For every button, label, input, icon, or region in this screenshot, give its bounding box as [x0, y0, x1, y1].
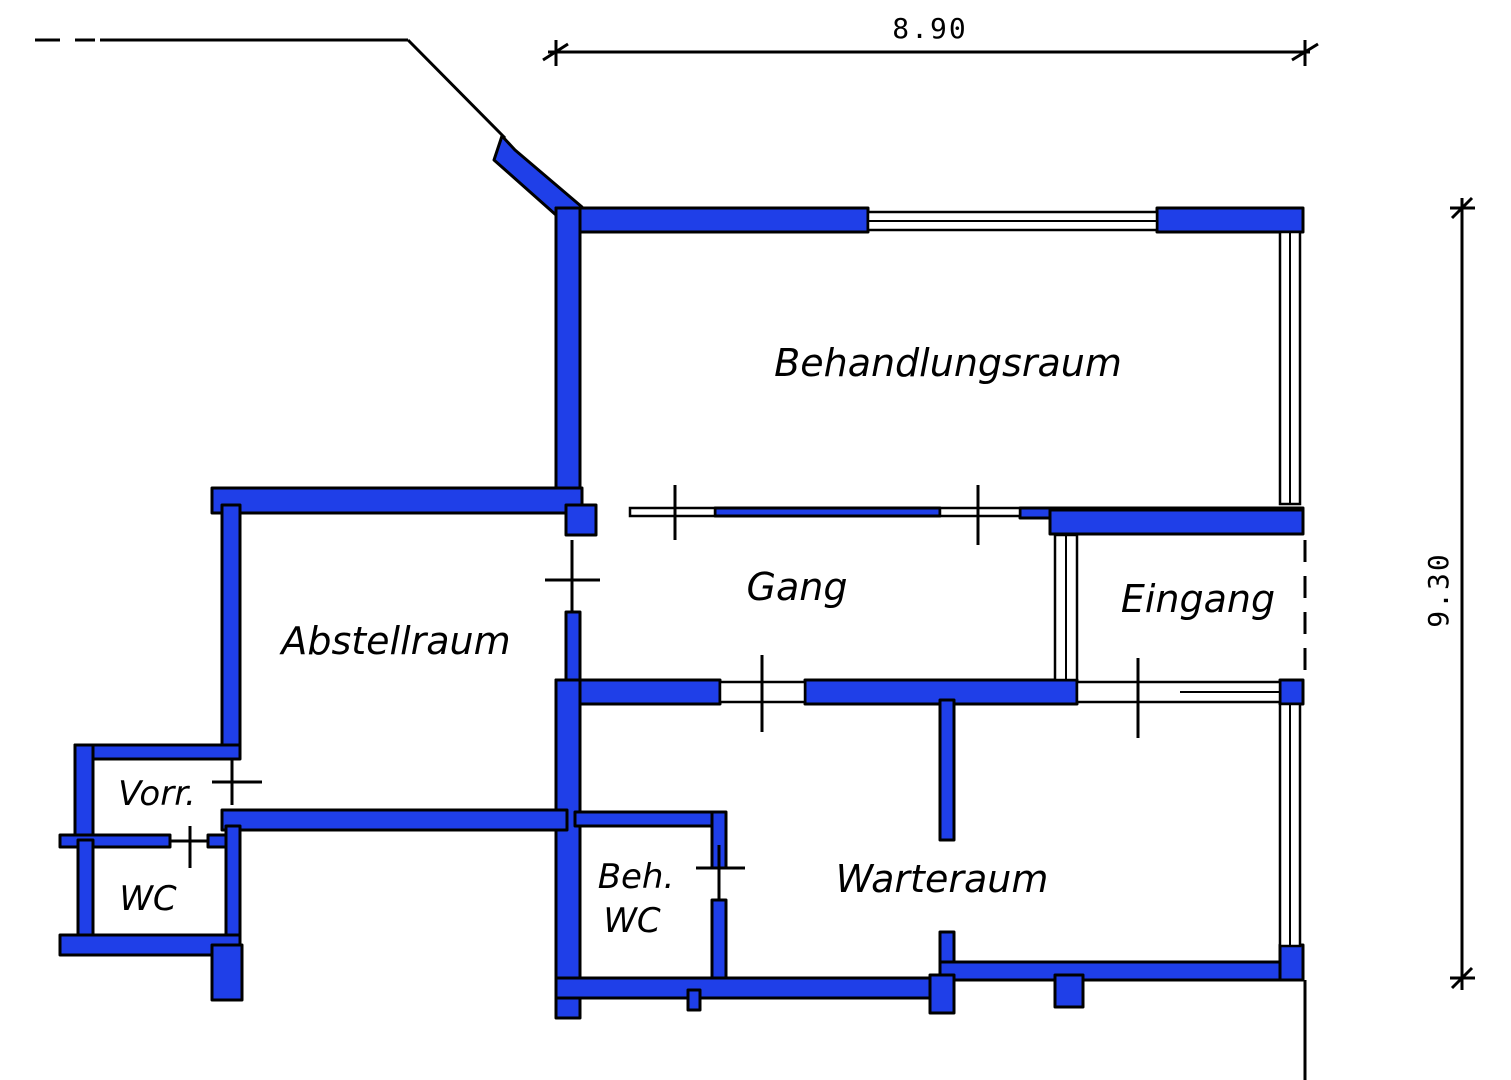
room-label-wc: WC	[119, 879, 177, 919]
width-dimension: 8.90	[542, 12, 1319, 66]
windows	[866, 210, 1302, 948]
room-label-anteroom: Vorr.	[118, 774, 196, 814]
existing-building-outline	[35, 38, 507, 140]
door-treatment-1	[628, 506, 717, 518]
doors	[170, 485, 1307, 1080]
room-label-staff-wc-line2: WC	[603, 901, 661, 941]
room-label-treatment: Behandlungsraum	[774, 341, 1122, 385]
depth-dimension-label: 9.30	[1422, 552, 1455, 627]
room-label-corridor: Gang	[747, 565, 848, 609]
door-treatment-2	[938, 506, 1022, 518]
walls	[58, 134, 1305, 1020]
width-dimension-label: 8.90	[892, 12, 967, 45]
room-label-storage: Abstellraum	[278, 619, 510, 663]
depth-dimension: 9.30	[1422, 196, 1475, 990]
room-label-staff-wc-line1: Beh.	[598, 857, 675, 897]
room-label-waiting: Warteraum	[836, 857, 1049, 901]
room-label-entrance: Eingang	[1121, 577, 1275, 621]
